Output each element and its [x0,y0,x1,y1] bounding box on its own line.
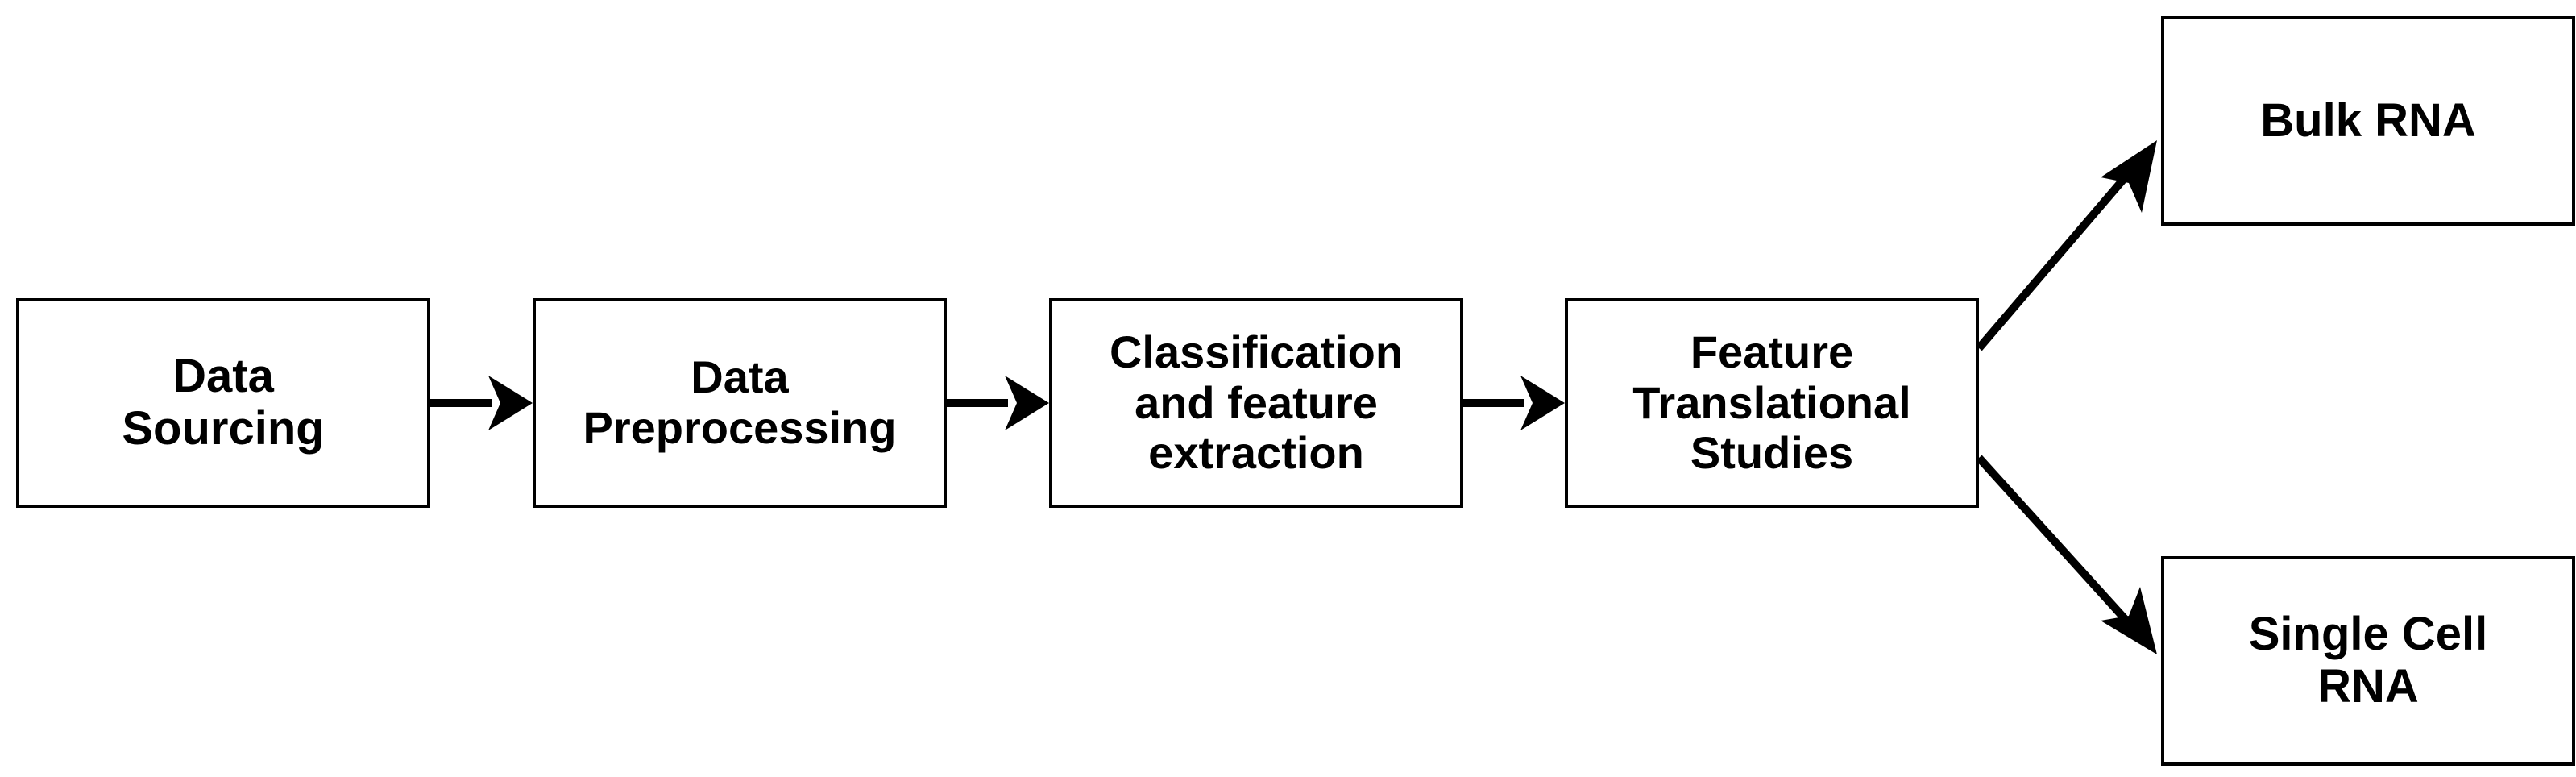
arrowhead-icon [2101,587,2157,654]
edge-classification-to-feature [1463,376,1565,430]
arrowhead-icon [1005,376,1049,430]
node-label-line: extraction [1148,427,1364,479]
node-label-line: Feature [1690,326,1854,377]
node-single-cell-rna: Single Cell RNA [2161,556,2575,766]
arrowhead-icon [1520,376,1565,430]
node-label-line: RNA [2317,660,2419,713]
node-label-line: Translational [1632,376,1911,428]
arrowhead-icon [2101,140,2157,213]
edge-feature-to-single-cell-rna [1976,455,2157,654]
node-classification-feature-extraction: Classification and feature extraction [1049,298,1463,508]
edge-preprocessing-to-classification [947,376,1049,430]
node-label-line: Preprocessing [583,402,897,453]
node-label-line: Single Cell [2248,608,2488,661]
node-label-line: Sourcing [122,402,325,455]
node-feature-translational-studies: Feature Translational Studies [1565,298,1979,508]
node-label-line: Classification [1109,326,1404,377]
node-data-preprocessing: Data Preprocessing [533,298,947,508]
node-label-line: Data [691,351,789,403]
node-label-line: and feature [1135,376,1378,428]
edge-feature-to-bulk-rna [1976,140,2157,351]
node-label-line: Bulk RNA [2260,93,2476,147]
node-data-sourcing: Data Sourcing [16,298,430,508]
arrowhead-icon [488,376,533,430]
edge-sourcing-to-preprocessing [430,376,533,430]
node-label-line: Studies [1690,427,1854,479]
node-bulk-rna: Bulk RNA [2161,16,2575,226]
node-label-line: Data [172,350,274,403]
